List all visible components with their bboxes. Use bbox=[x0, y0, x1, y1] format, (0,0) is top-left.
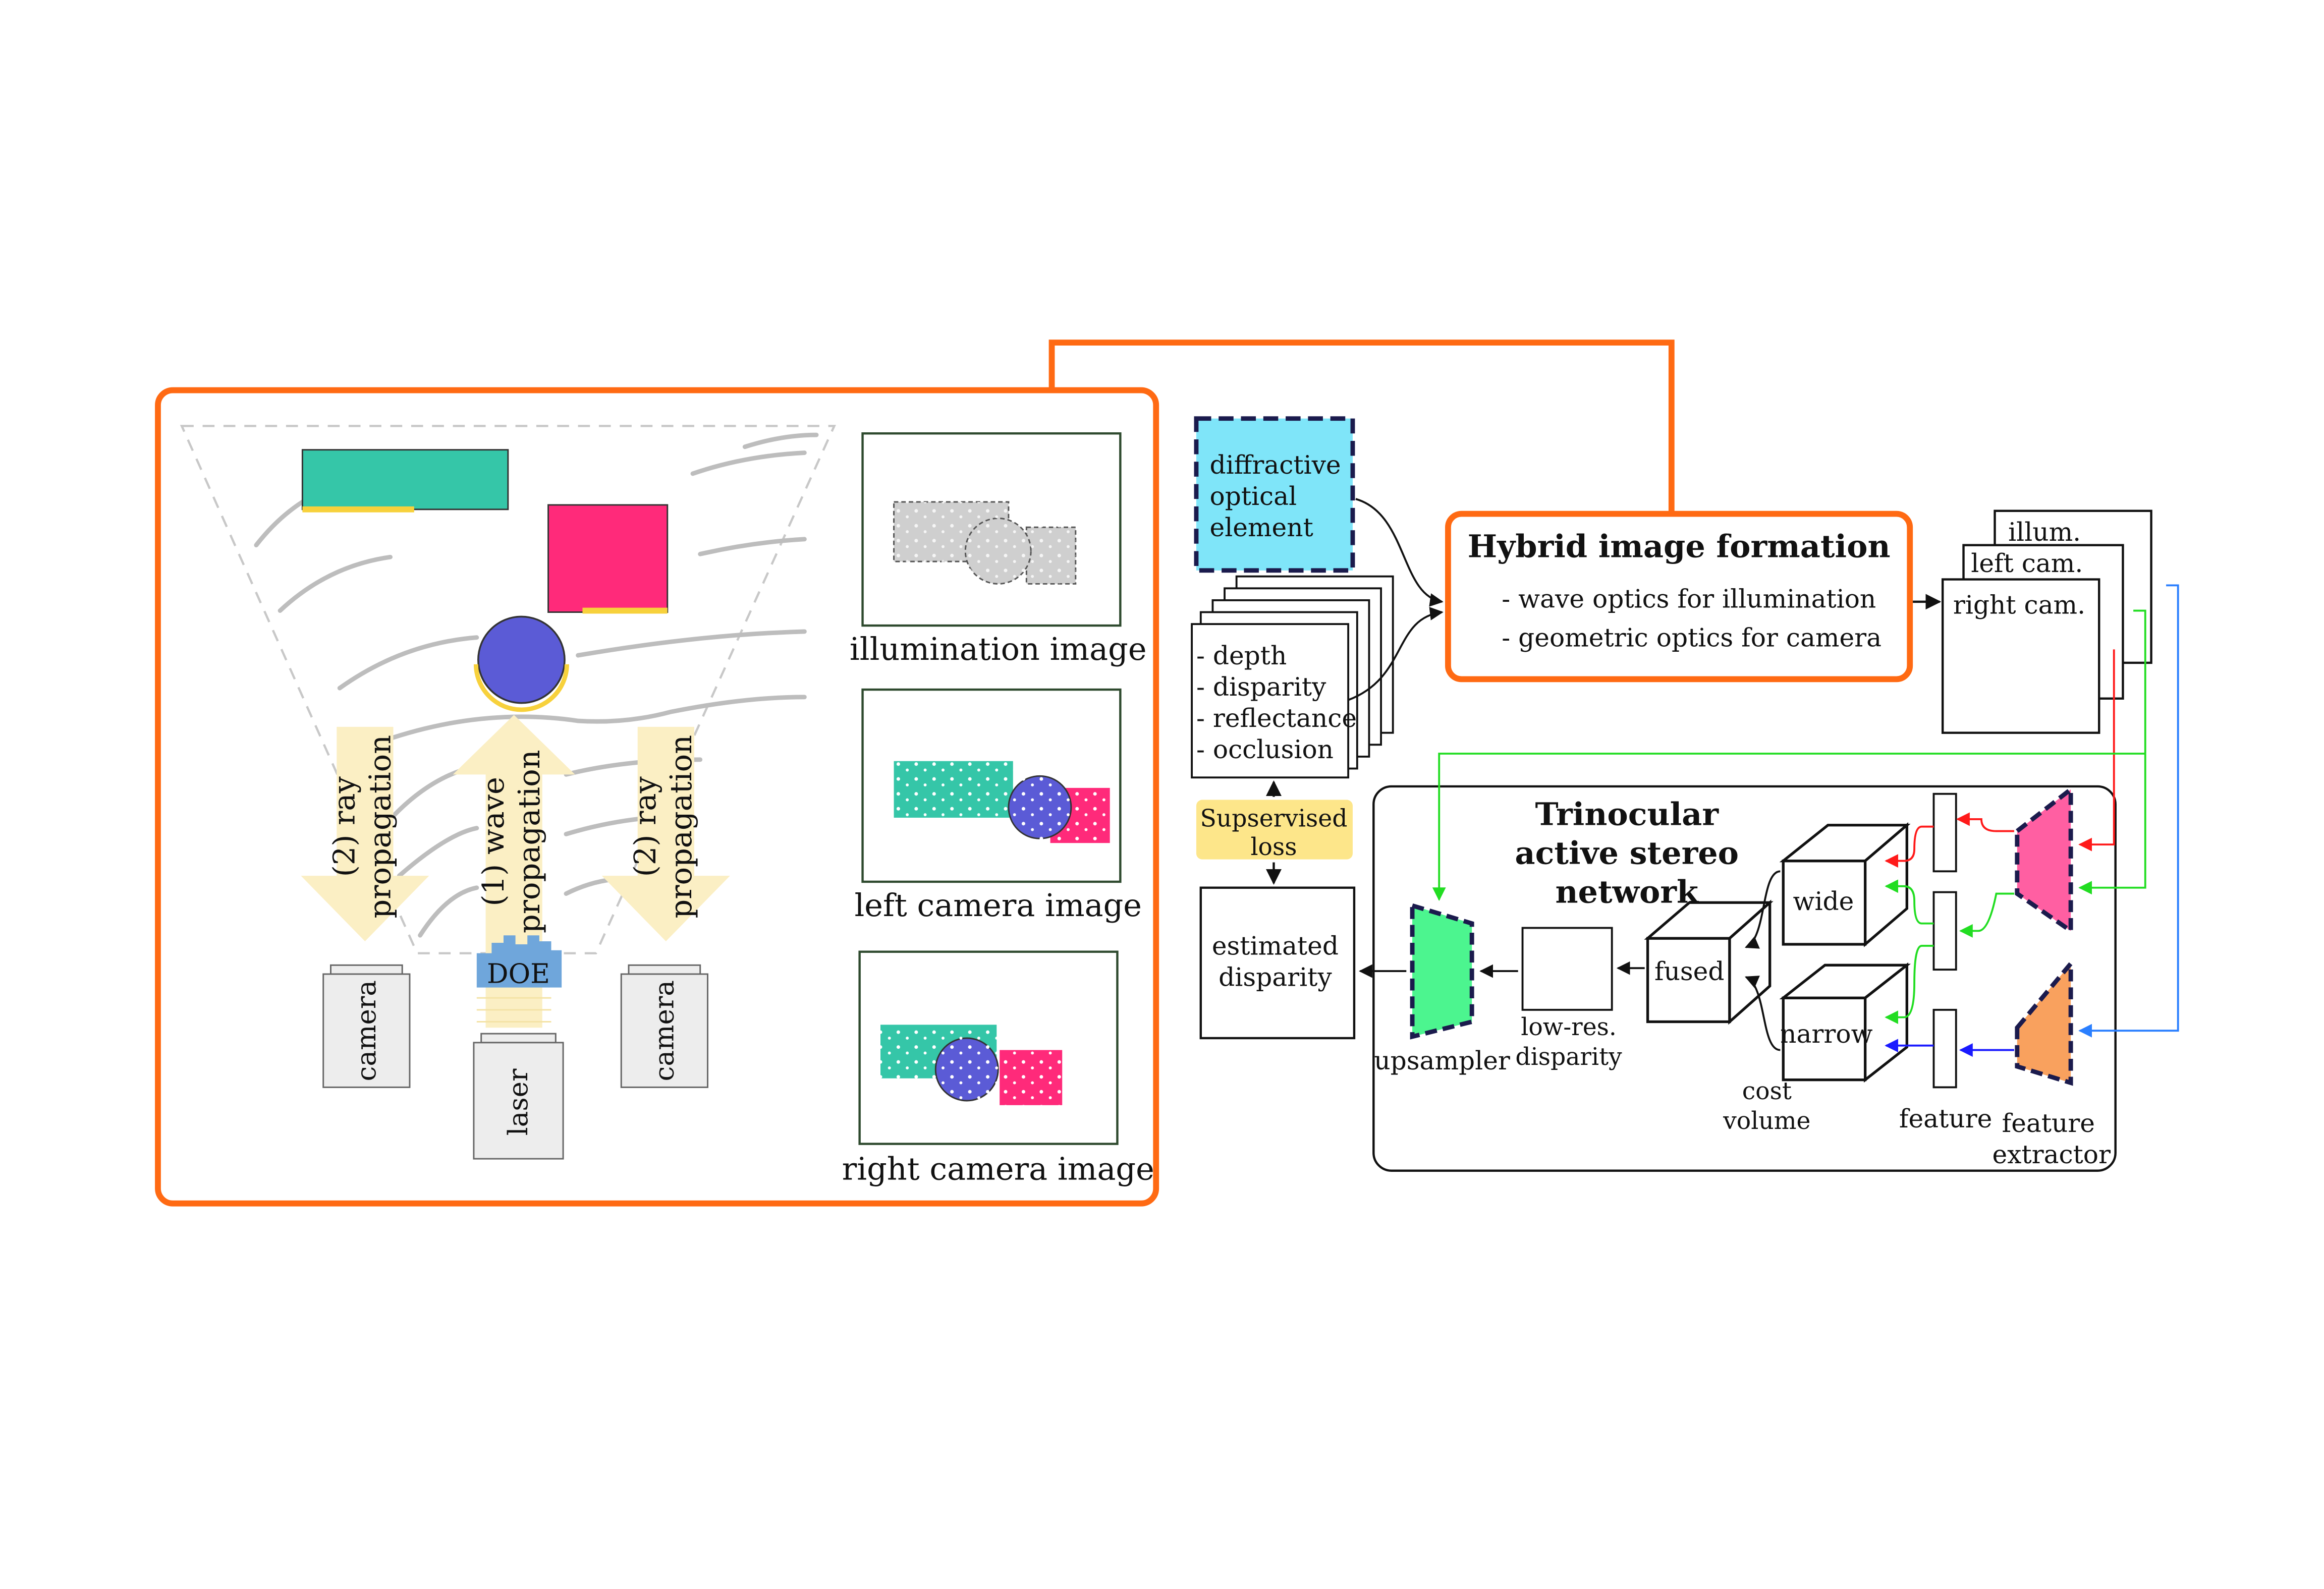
upsampler-label: upsampler bbox=[1374, 1046, 1510, 1075]
field-of-view bbox=[180, 425, 836, 954]
network-title-line1: Trinocular bbox=[1535, 796, 1719, 833]
laser-label: laser bbox=[503, 1068, 534, 1136]
feature-label: feature bbox=[1899, 1104, 1992, 1133]
low-res-line1: low-res. bbox=[1521, 1013, 1617, 1041]
illumination-image bbox=[861, 432, 1122, 627]
feature-map-top bbox=[1932, 792, 1957, 873]
left-ray-label-line2: propagation bbox=[363, 735, 398, 919]
network-title-line3: network bbox=[1555, 873, 1699, 910]
laser: laser bbox=[473, 1033, 564, 1160]
doe-to-hybrid-arrow bbox=[1355, 498, 1444, 607]
narrow-label: narrow bbox=[1780, 1019, 1872, 1049]
output-right-label: right cam. bbox=[1953, 590, 2085, 619]
scene-stack-occlusion: - occlusion bbox=[1196, 734, 1334, 764]
wide-label: wide bbox=[1793, 886, 1854, 916]
output-left-label: left cam. bbox=[1971, 548, 2083, 578]
wave-arrow-lines bbox=[476, 997, 551, 1023]
estimated-disparity: estimated disparity bbox=[1199, 886, 1356, 1040]
doe-box-line2: optical bbox=[1210, 481, 1297, 511]
scene-stack-disparity: - disparity bbox=[1196, 672, 1326, 702]
panel-frame bbox=[155, 387, 1159, 1207]
supervised-loss-line2: loss bbox=[1250, 833, 1297, 861]
right-ray-label-line1: (2) ray bbox=[628, 776, 662, 877]
teal-box bbox=[301, 449, 509, 510]
right-cam-to-extractor-arrow bbox=[2078, 649, 2115, 852]
extractor-to-feature-top-red bbox=[1956, 812, 2014, 832]
extractor-to-feature-mid-green bbox=[1959, 892, 2014, 938]
feature-extractor-line1: feature bbox=[2002, 1108, 2095, 1138]
right-camera-image-label: right camera image bbox=[842, 1150, 1154, 1187]
wave-label: (1) wave propagation bbox=[476, 750, 546, 933]
wave-label-line1: (1) wave bbox=[476, 777, 511, 906]
feature-extractor-illum bbox=[2015, 957, 2073, 1086]
fused-label: fused bbox=[1654, 956, 1724, 986]
scene-stack-reflectance: - reflectance bbox=[1196, 703, 1357, 733]
pink-box bbox=[547, 504, 669, 613]
left-camera-image bbox=[861, 688, 1122, 883]
pink-box-highlight bbox=[582, 607, 668, 614]
right-camera: camera bbox=[620, 964, 708, 1088]
left-ray-arrow bbox=[301, 726, 429, 942]
hybrid-title: Hybrid image formation bbox=[1468, 528, 1891, 564]
narrow-to-fused-arrow bbox=[1744, 976, 1781, 1051]
hybrid-item-geometric: - geometric optics for camera bbox=[1502, 622, 1882, 652]
feature-to-narrow-green bbox=[1885, 944, 1934, 1025]
left-cam-to-upsampler-arrow bbox=[1432, 753, 2145, 901]
feature-extractor-shared bbox=[2015, 784, 2073, 935]
doe-box-line3: element bbox=[1210, 513, 1313, 542]
left-camera-image-label: left camera image bbox=[854, 887, 1142, 924]
wave-arrow bbox=[453, 715, 575, 1028]
wide-to-fused-arrow bbox=[1744, 870, 1781, 949]
scene-stack: - depth - disparity - reflectance - occl… bbox=[1191, 575, 1394, 779]
hybrid-zoom-panel: DOE (2) ray propagation (1) wave propaga… bbox=[155, 339, 1675, 1207]
left-ray-label-line1: (2) ray bbox=[327, 776, 362, 877]
panel-connector bbox=[1048, 339, 1675, 514]
output-stack: illum. left cam. right cam. bbox=[1941, 509, 2152, 734]
wave-label-line2: propagation bbox=[512, 750, 546, 933]
network-title: Trinocular active stereo network bbox=[1515, 796, 1739, 911]
estimated-disparity-line2: disparity bbox=[1219, 962, 1332, 992]
supervised-loss: Supservised loss bbox=[1196, 800, 1353, 861]
hybrid-item-wave: - wave optics for illumination bbox=[1502, 584, 1876, 614]
left-camera: camera bbox=[322, 964, 411, 1088]
purple-sphere bbox=[477, 615, 566, 704]
fused-cost-volume bbox=[1644, 899, 1774, 1025]
feature-to-wide-green bbox=[1885, 879, 1934, 925]
feature-map-bottom bbox=[1932, 1008, 1957, 1089]
doe-box-line1: diffractive bbox=[1210, 450, 1341, 480]
supervised-loss-line1: Supservised bbox=[1200, 805, 1347, 833]
upsampler bbox=[1410, 902, 1474, 1040]
illumination-image-label: illumination image bbox=[850, 631, 1147, 667]
doe-box: diffractive optical element bbox=[1194, 416, 1355, 573]
wide-cost-volume bbox=[1779, 822, 1911, 947]
network-title-line2: active stereo bbox=[1515, 835, 1739, 872]
right-ray-label-line2: propagation bbox=[663, 735, 698, 919]
estimated-disparity-line1: estimated bbox=[1212, 931, 1339, 961]
feature-extractor-line2: extractor bbox=[1992, 1140, 2111, 1169]
hybrid-image-formation: Hybrid image formation - wave optics for… bbox=[1445, 510, 1913, 683]
teal-box-highlight bbox=[302, 506, 414, 513]
network-frame bbox=[1372, 785, 2117, 1172]
low-res-line2: disparity bbox=[1515, 1043, 1622, 1071]
right-ray-arrow bbox=[601, 726, 730, 942]
cost-volume-line2: volume bbox=[1723, 1107, 1810, 1135]
low-res-disparity bbox=[1521, 927, 1613, 1011]
scene-stack-depth: - depth bbox=[1196, 641, 1287, 670]
right-ray-label: (2) ray propagation bbox=[628, 735, 698, 919]
feature-map-mid bbox=[1932, 891, 1957, 971]
right-camera-label: camera bbox=[649, 980, 680, 1081]
illum-to-extractor-arrow bbox=[2078, 584, 2179, 1038]
feature-to-wide-red bbox=[1885, 825, 1934, 868]
right-camera-image bbox=[858, 950, 1119, 1145]
doe-profile bbox=[476, 935, 562, 988]
left-ray-label: (2) ray propagation bbox=[327, 735, 398, 919]
scene-to-hybrid-arrow bbox=[1348, 607, 1444, 701]
left-camera-label: camera bbox=[351, 980, 382, 1081]
output-illum-label: illum. bbox=[2008, 517, 2081, 547]
left-cam-to-extractor-arrow bbox=[2078, 609, 2146, 895]
cost-volume-line1: cost bbox=[1742, 1077, 1792, 1105]
doe-label: DOE bbox=[487, 958, 550, 990]
